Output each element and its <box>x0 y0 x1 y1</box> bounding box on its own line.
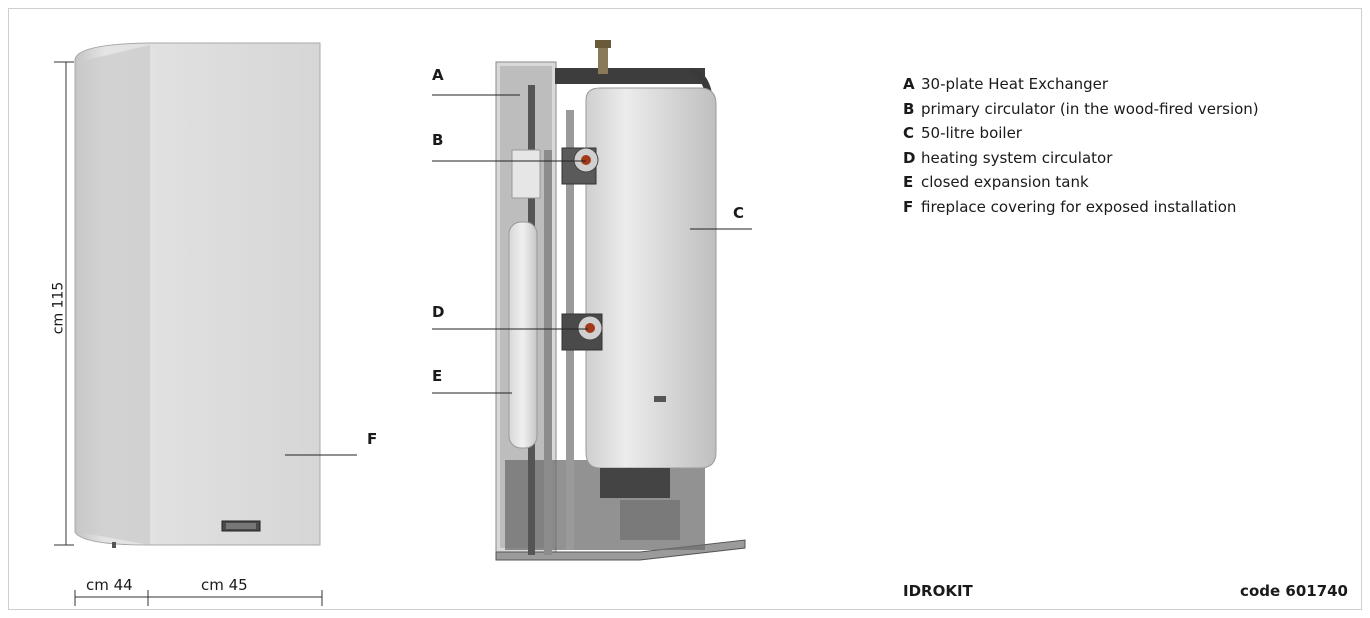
callout-d: D <box>432 303 445 321</box>
callout-c: C <box>733 204 745 222</box>
callout-e: E <box>432 367 443 385</box>
legend-item: A 30-plate Heat Exchanger <box>903 72 1259 97</box>
legend-text: 30-plate Heat Exchanger <box>921 75 1109 93</box>
legend-text: primary circulator (in the wood-fired ve… <box>921 99 1259 118</box>
product-code: code 601740 <box>1240 582 1348 600</box>
legend-key: A <box>903 75 915 93</box>
callout-a: A <box>432 66 444 84</box>
legend-text: closed expansion tank <box>921 173 1089 192</box>
callout-b: B <box>432 131 444 149</box>
callout-f: F <box>367 430 378 448</box>
legend-text: 50-litre boiler <box>921 124 1022 143</box>
legend-key: F <box>903 197 914 216</box>
legend-key: B <box>903 99 915 118</box>
legend-text: heating system circulator <box>921 148 1113 167</box>
width-dimension-line <box>74 590 323 606</box>
legend-item: C 50-litre boiler <box>903 121 1259 146</box>
height-dimension-label: cm 115 <box>50 281 67 335</box>
legend-key: E <box>903 173 914 192</box>
legend-text: fireplace covering for exposed installat… <box>921 197 1237 216</box>
depth-dimension-label: cm 44 <box>86 576 133 594</box>
cabinet-covering <box>74 42 321 548</box>
product-name: IDROKIT <box>903 582 973 600</box>
height-dimension-line <box>54 61 74 546</box>
legend-key: C <box>903 124 915 143</box>
document-frame <box>8 8 1362 610</box>
width-dimension-label: cm 45 <box>201 576 248 594</box>
callout-lines <box>432 94 752 394</box>
legend-key: D <box>903 148 916 167</box>
internal-unit <box>495 40 746 561</box>
